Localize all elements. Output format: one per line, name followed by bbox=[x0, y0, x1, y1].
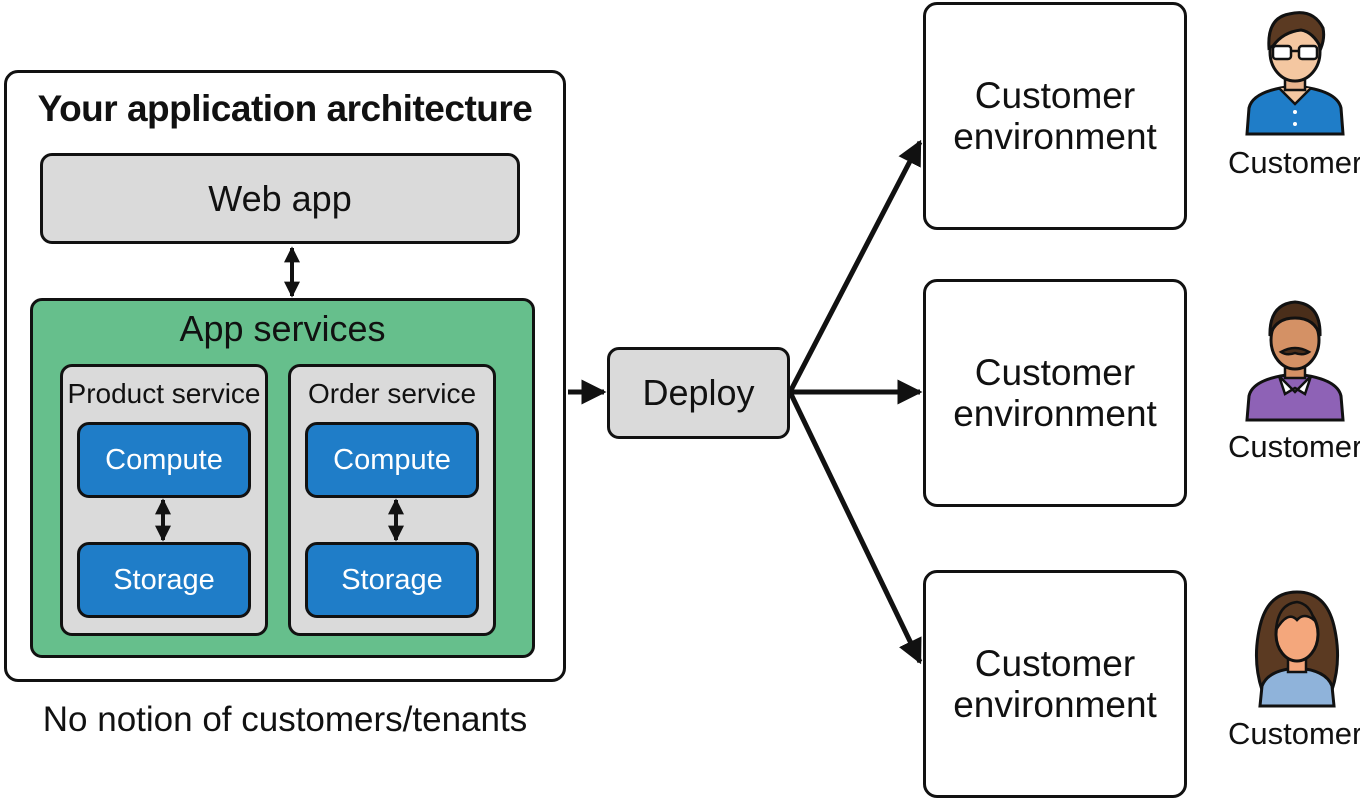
product-compute-label: Compute bbox=[105, 443, 223, 476]
footnote: No notion of customers/tenants bbox=[42, 700, 528, 739]
product-storage-box: Storage bbox=[77, 542, 251, 618]
order-storage-label: Storage bbox=[341, 563, 443, 596]
customer-environment-box: Customer environment bbox=[923, 570, 1187, 798]
customer-environment-label: Customer environment bbox=[953, 643, 1157, 725]
customer-label: Customer bbox=[1228, 716, 1360, 751]
deploy-to-env1-arrow bbox=[787, 139, 923, 394]
web-app-box: Web app bbox=[40, 153, 520, 244]
deploy-box: Deploy bbox=[607, 347, 790, 439]
order-compute-label: Compute bbox=[333, 443, 451, 476]
product-storage-label: Storage bbox=[113, 563, 215, 596]
customer-label: Customer bbox=[1228, 429, 1360, 464]
deploy-label: Deploy bbox=[642, 372, 755, 413]
order-storage-box: Storage bbox=[305, 542, 479, 618]
woman-icon bbox=[1254, 590, 1340, 708]
deploy-to-env3-arrow bbox=[787, 390, 923, 665]
app-services-title: App services bbox=[179, 308, 386, 349]
order-service-title: Order service bbox=[307, 378, 477, 409]
customer-environment-box: Customer environment bbox=[923, 279, 1187, 507]
customer-environment-label: Customer environment bbox=[953, 352, 1157, 434]
architecture-title: Your application architecture bbox=[37, 88, 533, 129]
man-with-glasses-icon bbox=[1245, 11, 1345, 136]
web-app-label: Web app bbox=[208, 177, 352, 219]
order-compute-box: Compute bbox=[305, 422, 479, 498]
customer-environment-box: Customer environment bbox=[923, 2, 1187, 230]
product-service-title: Product service bbox=[67, 378, 261, 409]
product-compute-box: Compute bbox=[77, 422, 251, 498]
man-with-mustache-icon bbox=[1245, 300, 1345, 422]
customer-environment-label: Customer environment bbox=[953, 75, 1157, 157]
customer-label: Customer bbox=[1228, 145, 1360, 180]
